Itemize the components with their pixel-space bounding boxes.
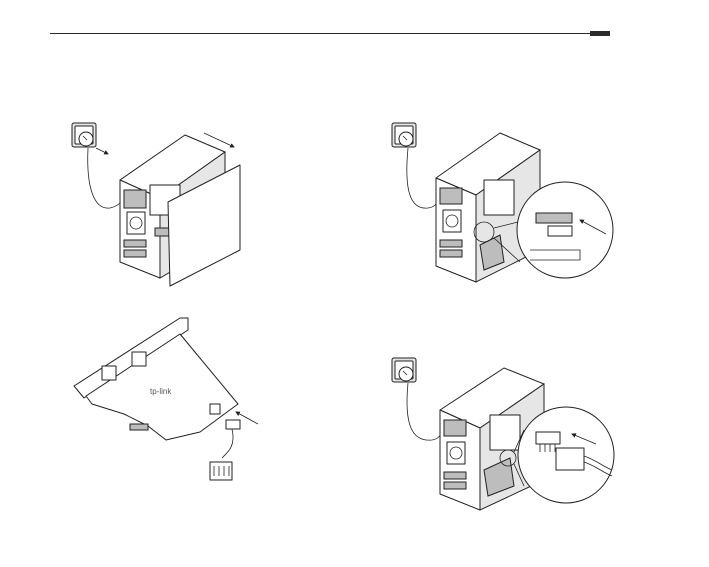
panel-connect-cable-motherboard [392, 358, 614, 510]
power-cord [88, 148, 124, 208]
card-logo-text: tp-link [150, 387, 172, 396]
zoom-header-connector [518, 407, 614, 503]
panel-insert-card [392, 123, 613, 282]
power-cord [407, 148, 438, 208]
zoom-card-slot [517, 182, 613, 278]
cable-connector-icon [210, 420, 240, 480]
wall-outlet-icon [72, 123, 96, 147]
power-cord [407, 383, 442, 440]
wall-outlet-icon [392, 123, 416, 147]
pcie-card-icon: tp-link [74, 318, 238, 440]
unplug-arrow-icon [96, 148, 108, 154]
wall-outlet-icon [392, 358, 416, 382]
panel-unplug-remove-cover [72, 123, 240, 286]
panel-connect-cable-card: tp-link [74, 318, 258, 480]
